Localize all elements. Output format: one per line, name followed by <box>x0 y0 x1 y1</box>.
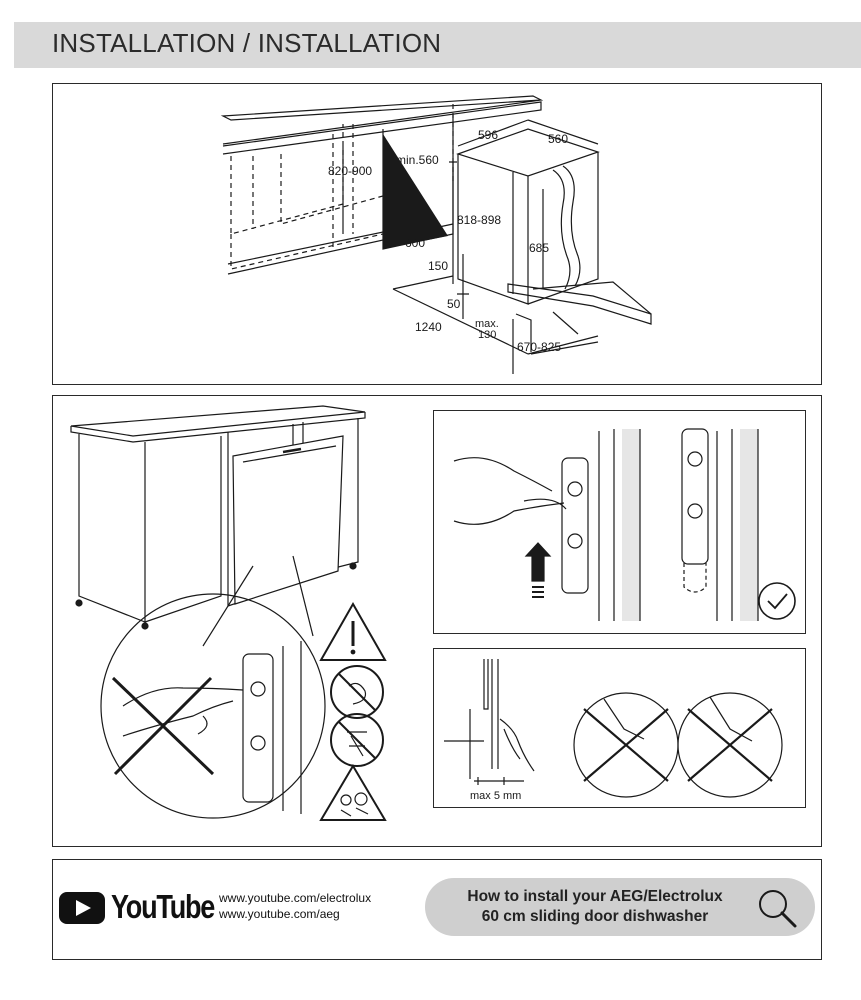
kitchen-cabinet-illustration <box>70 405 387 821</box>
youtube-wordmark: YouTube <box>111 888 215 925</box>
dim-150: 150 <box>428 259 448 273</box>
dim-min-560: min.560 <box>396 153 439 167</box>
section-title: INSTALLATION / INSTALLATION <box>52 28 442 58</box>
youtube-link-electrolux[interactable]: www.youtube.com/electrolux <box>219 891 372 905</box>
search-icon <box>759 890 797 928</box>
dim-max-label: max. <box>475 318 499 330</box>
door-gap-illustration: max 5 mm <box>444 659 783 802</box>
installation-steps-panel: max 5 mm <box>52 395 822 847</box>
door-gap-panel: max 5 mm <box>433 648 806 808</box>
youtube-link-aeg[interactable]: www.youtube.com/aeg <box>219 907 340 921</box>
dim-1240: 1240 <box>415 320 442 334</box>
dim-685: 685 <box>529 241 549 255</box>
niche-shadow <box>383 134 448 249</box>
howto-line-2: 60 cm sliding door dishwasher <box>481 908 709 925</box>
play-icon <box>59 892 105 924</box>
howto-search-pill[interactable]: How to install your AEG/Electrolux 60 cm… <box>425 878 815 936</box>
dim-596: 596 <box>478 128 498 142</box>
slide-adjust-illustration <box>453 428 796 621</box>
dim-818-898: 818-898 <box>457 213 501 227</box>
dim-820-900: 820-900 <box>328 164 372 178</box>
dim-670-825: 670-825 <box>517 340 561 354</box>
dimensions-diagram: 820-900 min.560 596 560 818-898 600 685 … <box>220 95 652 374</box>
video-link-panel: YouTube www.youtube.com/electrolux www.y… <box>52 859 822 960</box>
dim-560: 560 <box>548 132 568 146</box>
installation-dimensions-panel: 820-900 min.560 596 560 818-898 600 685 … <box>52 83 822 385</box>
howto-line-1: How to install your AEG/Electrolux <box>467 888 723 905</box>
youtube-links: www.youtube.com/electrolux www.youtube.c… <box>219 890 371 922</box>
youtube-logo[interactable]: YouTube <box>59 885 219 931</box>
dim-130: 130 <box>478 329 496 341</box>
slide-adjust-panel <box>433 410 806 634</box>
dim-600: 600 <box>405 236 425 250</box>
howto-text: How to install your AEG/Electrolux 60 cm… <box>445 887 745 927</box>
max-gap-label: max 5 mm <box>470 790 521 802</box>
dim-50: 50 <box>447 297 461 311</box>
section-header: INSTALLATION / INSTALLATION <box>14 22 861 68</box>
